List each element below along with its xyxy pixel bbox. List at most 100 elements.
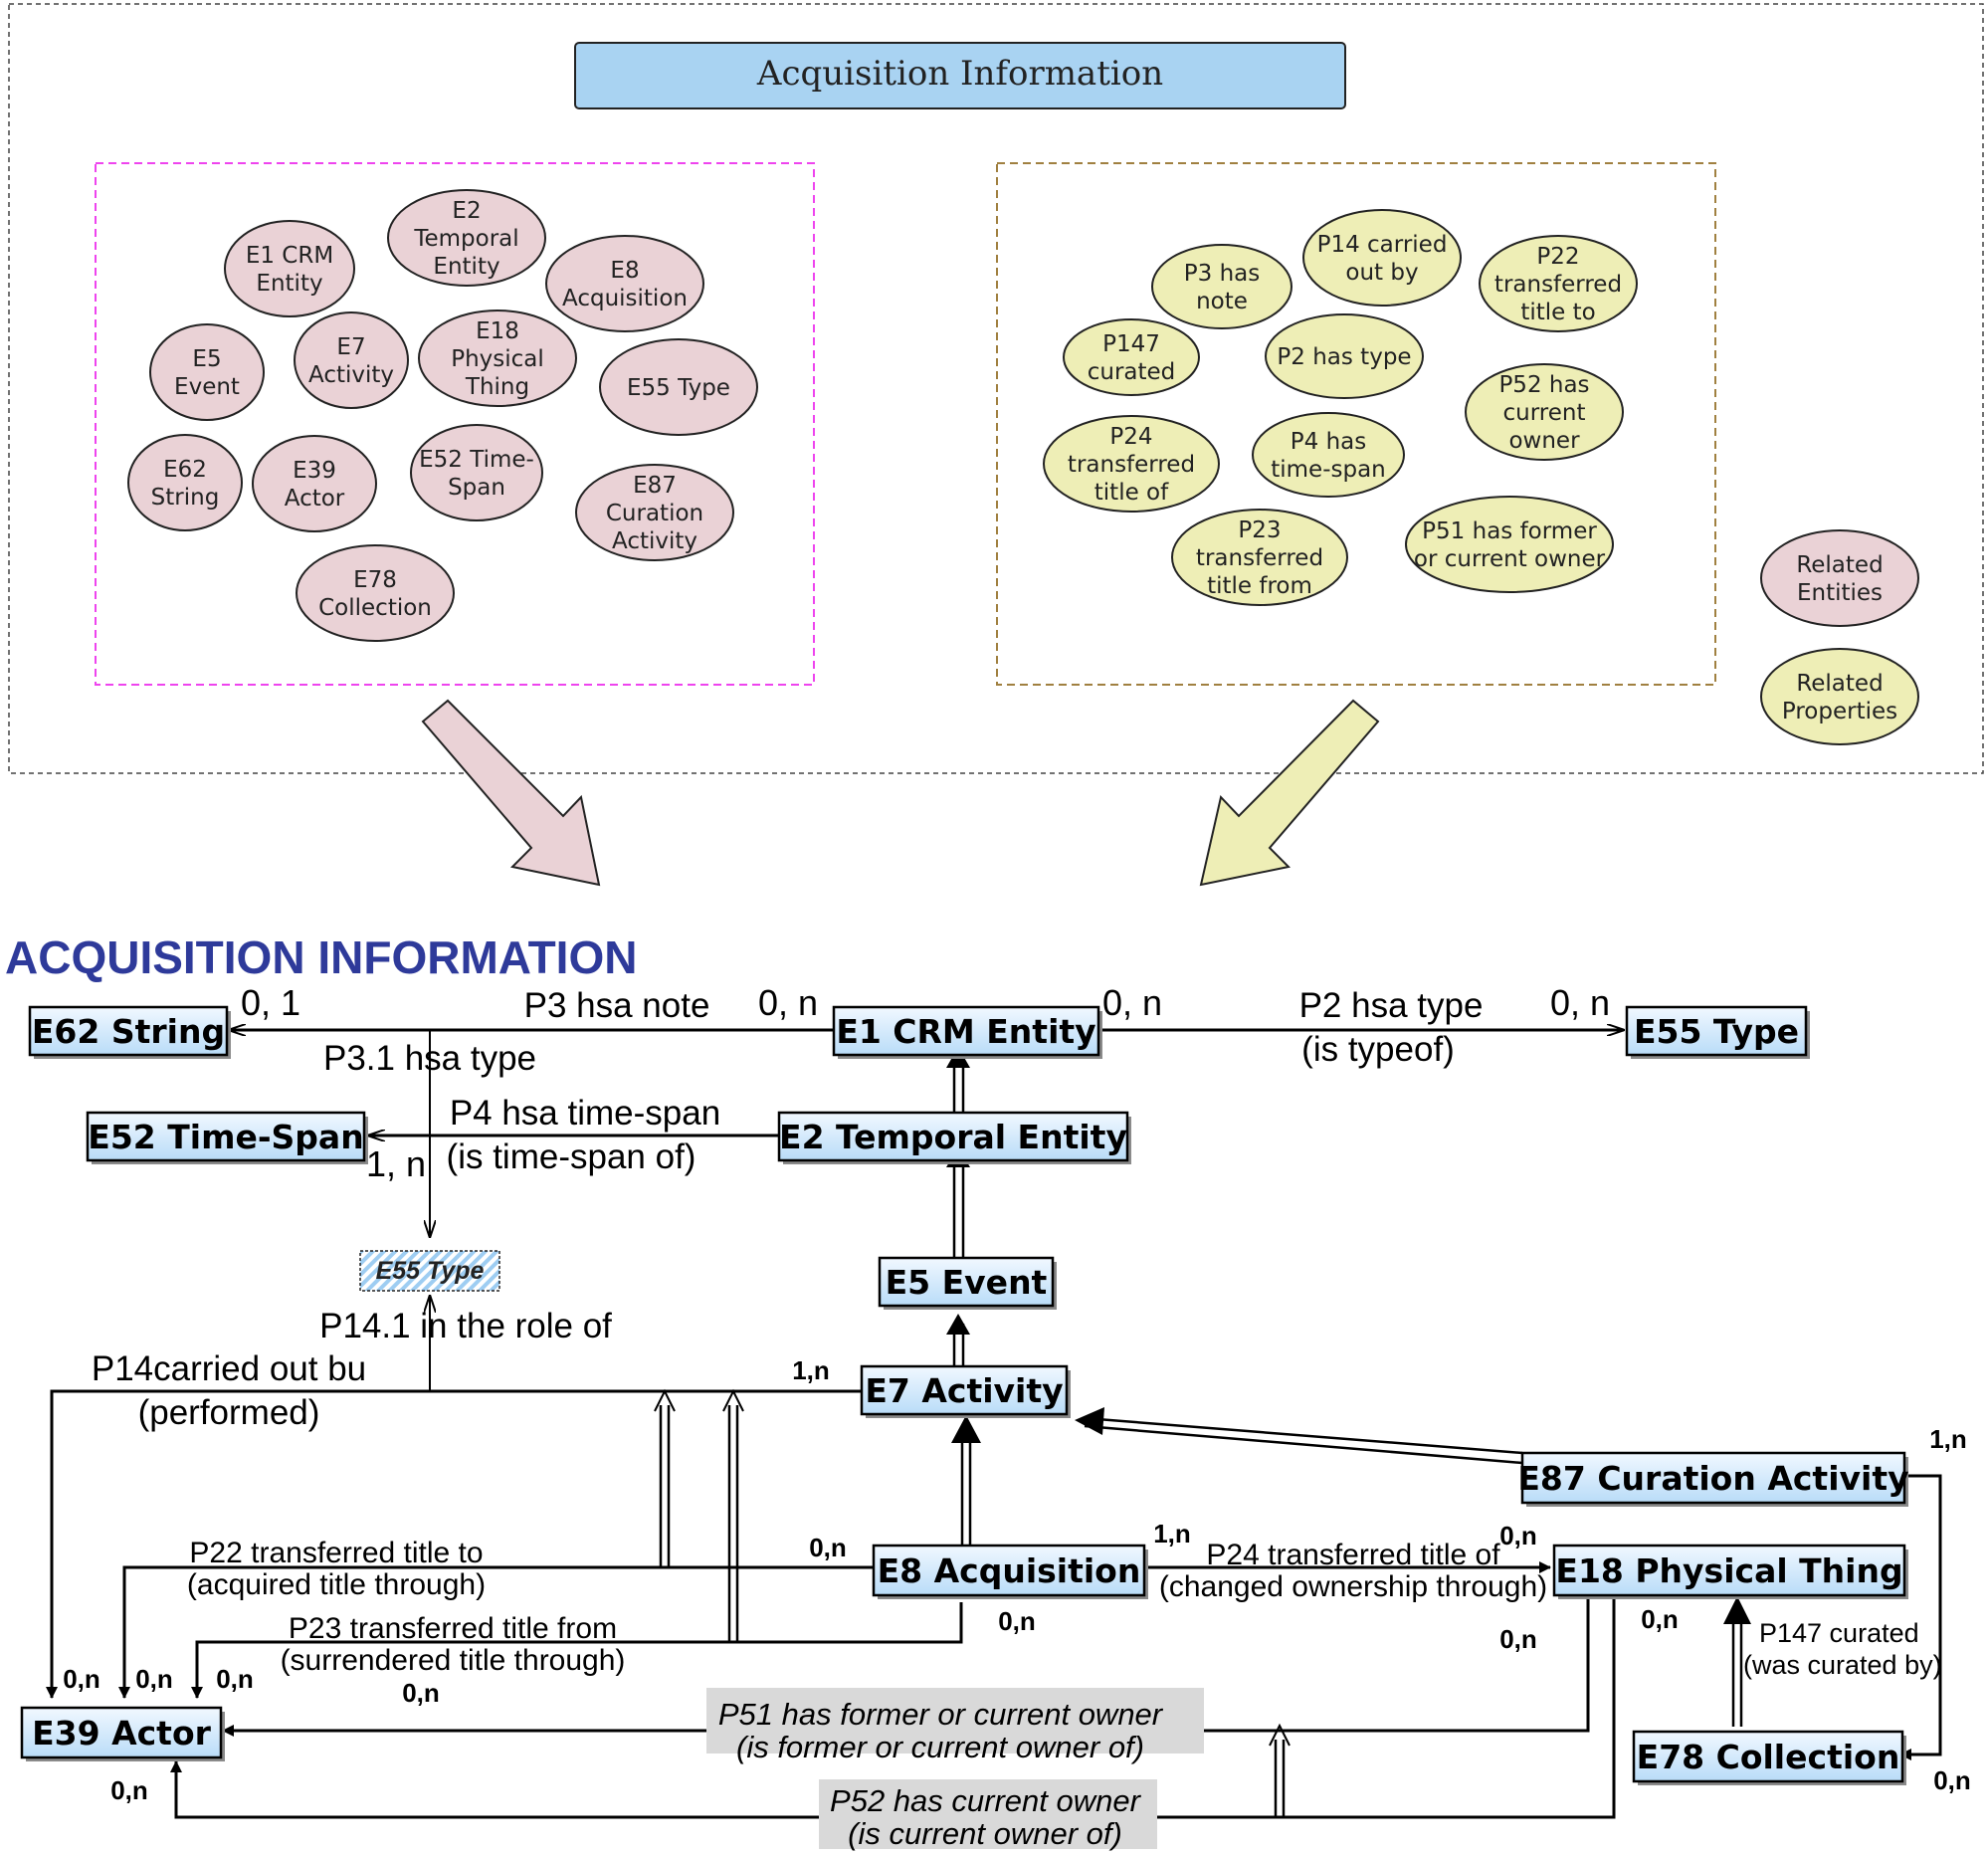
top-panel-frame (8, 3, 1984, 774)
box-label-e78: E78 Collection (1637, 1738, 1900, 1776)
connectors (46, 1030, 1942, 1819)
entity-ellipse-line: E39 (293, 458, 336, 484)
cardinality: 1, n (366, 1143, 426, 1184)
box-e87: E87 Curation Activity (1517, 1451, 1909, 1507)
label-p23-inv: (surrendered title through) (281, 1644, 626, 1677)
entity-ellipse-line: Activity (308, 362, 394, 388)
cardinality: 0,n (1499, 1624, 1537, 1654)
label-p52-inv: (is current owner of) (848, 1816, 1122, 1851)
property-ellipse-line: current (1503, 400, 1586, 426)
box-label-e8: E8 Acquisition (878, 1551, 1141, 1590)
entity-ellipse-line: Event (174, 374, 240, 400)
property-ellipse-line: curated (1088, 359, 1176, 385)
box-label-e5: E5 Event (886, 1263, 1048, 1302)
entity-ellipse-line: E7 (336, 334, 365, 360)
entity-ellipse-line: Activity (612, 528, 697, 554)
label-p51-inv: (is former or current owner of) (736, 1730, 1144, 1764)
legend-entities-line: Related (1796, 552, 1883, 578)
property-ellipse-line: P24 (1109, 424, 1152, 450)
box-label-e2: E2 Temporal Entity (779, 1118, 1127, 1156)
cardinality: 0,n (809, 1533, 847, 1562)
legend-entities-line: Entities (1797, 580, 1883, 606)
box-e5: E5 Event (878, 1256, 1057, 1310)
cardinality: 0,n (998, 1606, 1036, 1636)
box-label-e1: E1 CRM Entity (836, 1012, 1095, 1051)
label-p4-inv: (is time-span of) (447, 1137, 696, 1176)
box-e18: E18 Physical Thing (1552, 1544, 1908, 1599)
cardinality: 0,n (135, 1664, 173, 1694)
cardinality: 0,n (63, 1664, 100, 1694)
header-box: Acquisition Information (574, 42, 1346, 109)
box-label-e52: E52 Time-Span (88, 1118, 363, 1156)
label-p147: P147 curated (1759, 1618, 1919, 1648)
label-p3: P3 hsa note (524, 986, 710, 1025)
label-p4: P4 hsa time-span (450, 1094, 720, 1133)
property-ellipse: P2 has type (1265, 313, 1424, 399)
cardinality: 0,n (1933, 1765, 1971, 1795)
property-ellipse-line: P23 (1238, 517, 1281, 543)
property-ellipse-line: P147 (1102, 331, 1160, 357)
cardinality: 1,n (1153, 1519, 1191, 1548)
cardinality: 0,n (110, 1775, 148, 1805)
entity-ellipse-line: E18 (476, 318, 519, 344)
label-p2: P2 hsa type (1299, 986, 1484, 1025)
box-e62: E62 String (28, 1005, 231, 1059)
property-ellipse-line: P4 has (1291, 429, 1366, 455)
label-p14-inv: (performed) (138, 1393, 320, 1432)
entity-ellipse-line: Acquisition (562, 286, 688, 311)
cardinality: 1,n (792, 1355, 830, 1385)
property-ellipse-line: or current owner (1414, 546, 1606, 572)
entity-ellipse-line: Thing (465, 374, 529, 400)
cardinality: 0, n (758, 982, 818, 1023)
label-p141: P14.1 in the role of (319, 1307, 612, 1345)
entity-ellipse-line: E2 (452, 198, 481, 224)
box-e39: E39 Actor (20, 1706, 225, 1761)
entity-ellipse: E52 Time-Span (410, 424, 543, 521)
p52-shade (819, 1779, 1157, 1849)
cardinality: 0,n (1641, 1604, 1679, 1634)
label-p31: P3.1 hsa type (323, 1039, 536, 1078)
property-ellipse-line: time-span (1271, 457, 1386, 483)
label-p51: P51 has former or current owner (718, 1697, 1164, 1732)
property-ellipse-line: title from (1207, 573, 1312, 599)
label-p22: P22 transferred title to (189, 1537, 483, 1569)
entity-ellipse-line: E8 (610, 258, 639, 284)
property-ellipse-line: P22 (1536, 244, 1579, 270)
entity-ellipse-line: E87 (633, 473, 677, 499)
cardinality: 0, n (1102, 982, 1162, 1023)
label-p147-inv: (was curated by) (1743, 1650, 1942, 1680)
header-title: Acquisition Information (756, 54, 1163, 94)
entity-ellipse-line: E1 CRM (246, 243, 333, 269)
entity-ellipse-line: Temporal (413, 226, 518, 252)
entity-ellipse-line: Collection (318, 595, 432, 621)
entities-panel (95, 162, 815, 686)
isa-links (659, 1057, 1743, 1817)
entity-ellipse-line: Actor (285, 486, 345, 512)
cardinality: 0, 1 (241, 982, 300, 1023)
entity-ellipse-line: String (151, 485, 220, 511)
box-label-e87: E87 Curation Activity (1517, 1459, 1908, 1498)
box-e2: E2 Temporal Entity (777, 1111, 1131, 1164)
property-ellipse-line: transferred (1068, 452, 1195, 478)
property-ellipse-line: title to (1520, 300, 1595, 325)
property-ellipse-line: P3 has (1184, 261, 1260, 287)
properties-down-arrow (1199, 699, 1380, 887)
cardinality: 0,n (1499, 1521, 1537, 1550)
entity-ellipse-line: Entity (256, 271, 322, 297)
